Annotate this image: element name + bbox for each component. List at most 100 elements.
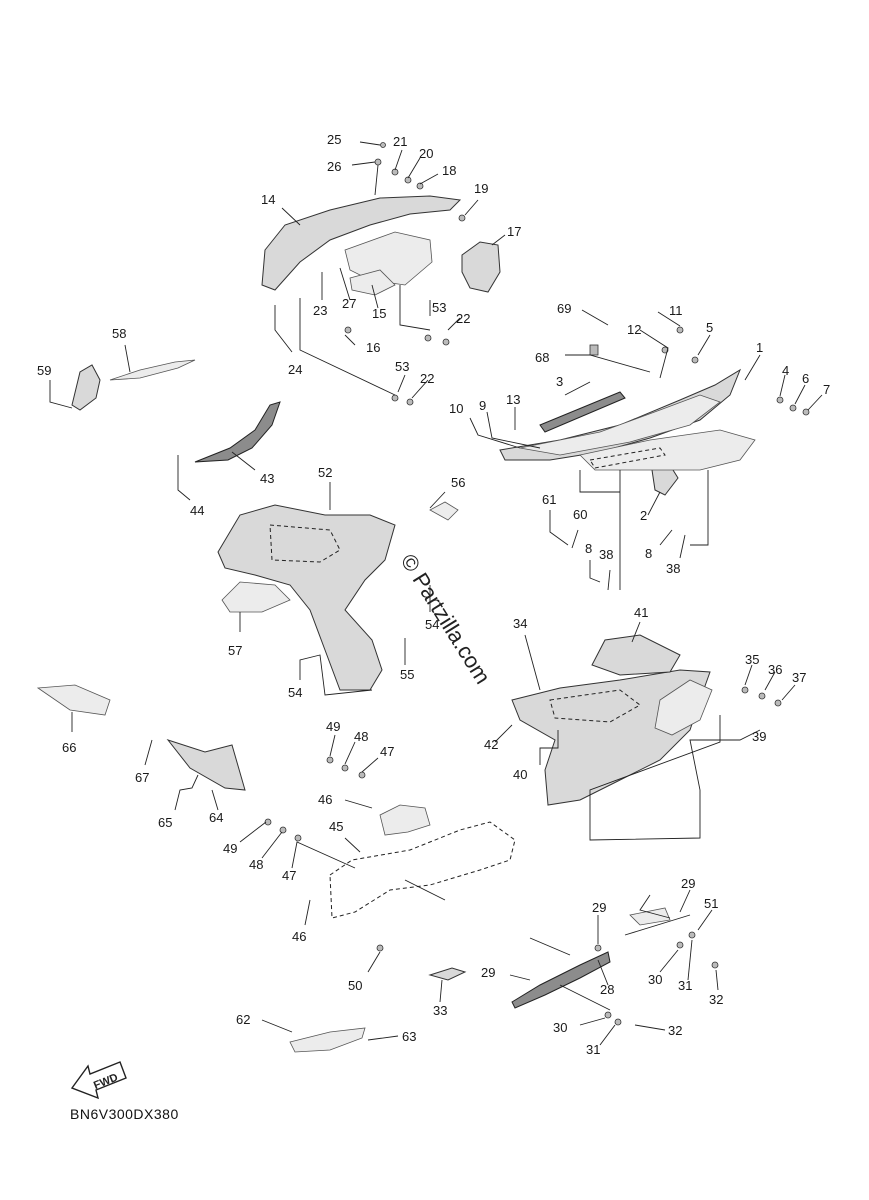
callout-8: 8 bbox=[585, 541, 592, 556]
fastener-20 bbox=[404, 176, 412, 184]
fastener-31 bbox=[688, 931, 696, 939]
fastener-12 bbox=[661, 346, 669, 354]
part-51 bbox=[629, 907, 671, 926]
fastener-53 bbox=[424, 334, 432, 342]
callout-2: 2 bbox=[640, 508, 647, 523]
side-trim-group bbox=[49, 344, 196, 411]
callout-18: 18 bbox=[442, 163, 456, 178]
callout-19: 19 bbox=[474, 181, 488, 196]
callout-22b: 22 bbox=[420, 371, 434, 386]
part-46 bbox=[379, 804, 431, 836]
callout-42: 42 bbox=[484, 737, 498, 752]
callout-29b: 29 bbox=[592, 900, 606, 915]
fastener-49 bbox=[326, 756, 334, 764]
callout-29: 29 bbox=[681, 876, 695, 891]
callout-9: 9 bbox=[479, 398, 486, 413]
callout-10: 10 bbox=[449, 401, 463, 416]
callout-32b: 32 bbox=[668, 1023, 682, 1038]
callout-31b: 31 bbox=[586, 1042, 600, 1057]
callout-67: 67 bbox=[135, 770, 149, 785]
fastener-37 bbox=[774, 699, 782, 707]
cutout-39 bbox=[654, 679, 713, 736]
upper-cowl-group bbox=[261, 141, 506, 406]
fastener-25 bbox=[380, 142, 386, 148]
lower-strip-group bbox=[261, 889, 719, 1053]
callout-16: 16 bbox=[366, 340, 380, 355]
callout-52: 52 bbox=[318, 465, 332, 480]
inner-panel-27 bbox=[349, 269, 396, 296]
part-33 bbox=[428, 967, 467, 981]
strip-3 bbox=[539, 391, 626, 433]
right-upper-assembly bbox=[469, 309, 823, 591]
fastener-16 bbox=[344, 326, 352, 334]
callout-24: 24 bbox=[288, 362, 302, 377]
callout-62: 62 bbox=[236, 1012, 250, 1027]
callout-22: 22 bbox=[456, 311, 470, 326]
callout-41: 41 bbox=[634, 605, 648, 620]
callout-54b: 54 bbox=[288, 685, 302, 700]
fastener-7 bbox=[802, 408, 810, 416]
callout-14: 14 bbox=[261, 192, 275, 207]
fastener-26 bbox=[374, 158, 382, 166]
fastener-5 bbox=[691, 356, 699, 364]
bracket-43-group bbox=[177, 401, 281, 501]
callout-46: 46 bbox=[318, 792, 332, 807]
callout-12: 12 bbox=[627, 322, 641, 337]
callout-48b: 48 bbox=[249, 857, 263, 872]
inner-panel-15 bbox=[344, 231, 433, 286]
callout-20: 20 bbox=[419, 146, 433, 161]
side-fairing-52 bbox=[217, 504, 396, 691]
part-41 bbox=[591, 634, 681, 676]
callout-40: 40 bbox=[513, 767, 527, 782]
callout-37: 37 bbox=[792, 670, 806, 685]
callout-57: 57 bbox=[228, 643, 242, 658]
part-57 bbox=[221, 581, 291, 613]
callout-26: 26 bbox=[327, 159, 341, 174]
fastener-35 bbox=[741, 686, 749, 694]
callout-43: 43 bbox=[260, 471, 274, 486]
callout-11: 11 bbox=[669, 303, 683, 318]
fwd-arrow-icon: FWD bbox=[70, 1061, 127, 1100]
callout-7: 7 bbox=[823, 382, 830, 397]
fastener-36 bbox=[758, 692, 766, 700]
callout-32: 32 bbox=[709, 992, 723, 1007]
callout-44: 44 bbox=[190, 503, 204, 518]
callout-21: 21 bbox=[393, 134, 407, 149]
callout-25: 25 bbox=[327, 132, 341, 147]
callout-50: 50 bbox=[348, 978, 362, 993]
fastener-6 bbox=[789, 404, 797, 412]
fastener-48 bbox=[341, 764, 349, 772]
part-58 bbox=[109, 359, 196, 381]
fastener-30 bbox=[676, 941, 684, 949]
callout-labels: 1 2 3 4 5 6 7 8 8 9 10 11 12 13 14 15 16… bbox=[37, 132, 830, 1057]
part-56 bbox=[429, 501, 459, 521]
fastener-31b bbox=[614, 1018, 622, 1026]
callout-68: 68 bbox=[535, 350, 549, 365]
callout-63: 63 bbox=[402, 1029, 416, 1044]
callout-30: 30 bbox=[648, 972, 662, 987]
callout-3: 3 bbox=[556, 374, 563, 389]
fastener-30b bbox=[604, 1011, 612, 1019]
callout-36: 36 bbox=[768, 662, 782, 677]
part-64 bbox=[166, 739, 246, 791]
fastener-29 bbox=[594, 944, 602, 952]
callout-5: 5 bbox=[706, 320, 713, 335]
callout-58: 58 bbox=[112, 326, 126, 341]
part-59 bbox=[71, 364, 101, 411]
callout-39: 39 bbox=[752, 729, 766, 744]
part-62-63 bbox=[289, 1027, 366, 1053]
callout-64: 64 bbox=[209, 810, 223, 825]
callout-23: 23 bbox=[313, 303, 327, 318]
callout-47: 47 bbox=[380, 744, 394, 759]
diagram-code: BN6V300DX380 bbox=[70, 1106, 179, 1122]
callout-69: 69 bbox=[557, 301, 571, 316]
panel-13 bbox=[519, 394, 721, 456]
lower-panel-9 bbox=[579, 429, 756, 471]
callout-30b: 30 bbox=[553, 1020, 567, 1035]
callout-59: 59 bbox=[37, 363, 51, 378]
callout-29c: 29 bbox=[481, 965, 495, 980]
callout-27: 27 bbox=[342, 296, 356, 311]
callout-17: 17 bbox=[507, 224, 521, 239]
callout-33: 33 bbox=[433, 1003, 447, 1018]
